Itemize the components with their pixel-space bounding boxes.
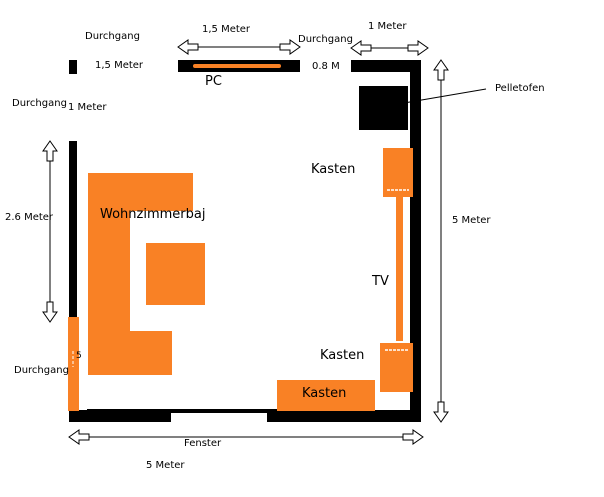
cabinet-bottom-right	[380, 343, 413, 392]
wall-right	[410, 60, 421, 422]
label-passage-top-left: Durchgang	[85, 31, 140, 42]
label-height-right: 5 Meter	[452, 215, 491, 226]
label-pc: PC	[205, 74, 222, 89]
label-stove: Pelletofen	[495, 83, 545, 94]
dimension-arrowhead-icon	[433, 59, 449, 81]
wall-left	[69, 141, 77, 321]
pellet-stove	[359, 86, 408, 130]
label-width-left-upper: 1 Meter	[68, 102, 107, 113]
label-width-passage-middle: 0.8 M	[312, 61, 340, 72]
label-tv: TV	[372, 274, 389, 289]
stove-pointer-line	[403, 88, 487, 104]
label-width-bottom: 5 Meter	[146, 460, 185, 471]
label-width-top-left: 1,5 Meter	[95, 60, 144, 71]
label-passage-top-middle: Durchgang	[298, 34, 353, 45]
dimension-arrowhead-icon	[433, 401, 449, 423]
label-cabinet-bottom: Kasten	[302, 386, 347, 401]
dimension-arrowhead-icon	[177, 39, 199, 55]
coffee-table	[146, 243, 205, 305]
dimension-arrowhead-icon	[279, 39, 301, 55]
label-door-mark: 5	[76, 351, 82, 361]
pc-desk	[193, 64, 281, 68]
dimension-arrowhead-icon	[350, 40, 372, 56]
wall-top-right	[351, 60, 421, 72]
label-window: Fenster	[184, 438, 222, 449]
label-width-pc: 1,5 Meter	[202, 24, 251, 35]
label-cabinet-top-right: Kasten	[311, 162, 356, 177]
dimension-arrowhead-icon	[68, 429, 90, 445]
dimension-arrowhead-icon	[42, 301, 58, 323]
sofa	[88, 173, 193, 375]
dimension-arrowhead-icon	[402, 429, 424, 445]
label-width-top-right: 1 Meter	[368, 21, 407, 32]
dimension-arrowhead-icon	[407, 40, 429, 56]
wall-bottom-right	[267, 410, 421, 422]
label-cabinet-bottom-right: Kasten	[320, 348, 365, 363]
label-sofa: Wohnzimmerbaj	[100, 207, 206, 222]
wall-bottom-window-line	[87, 409, 277, 413]
dimension-arrowhead-icon	[42, 140, 58, 162]
label-passage-left-lower: Durchgang	[14, 365, 69, 376]
cabinet-bottom	[277, 380, 375, 411]
label-passage-left-upper: Durchgang	[12, 98, 67, 109]
cabinet-top-right	[383, 148, 413, 197]
label-height-left: 2.6 Meter	[5, 212, 54, 223]
wall-top-left-stub	[69, 60, 77, 74]
tv	[396, 197, 403, 341]
